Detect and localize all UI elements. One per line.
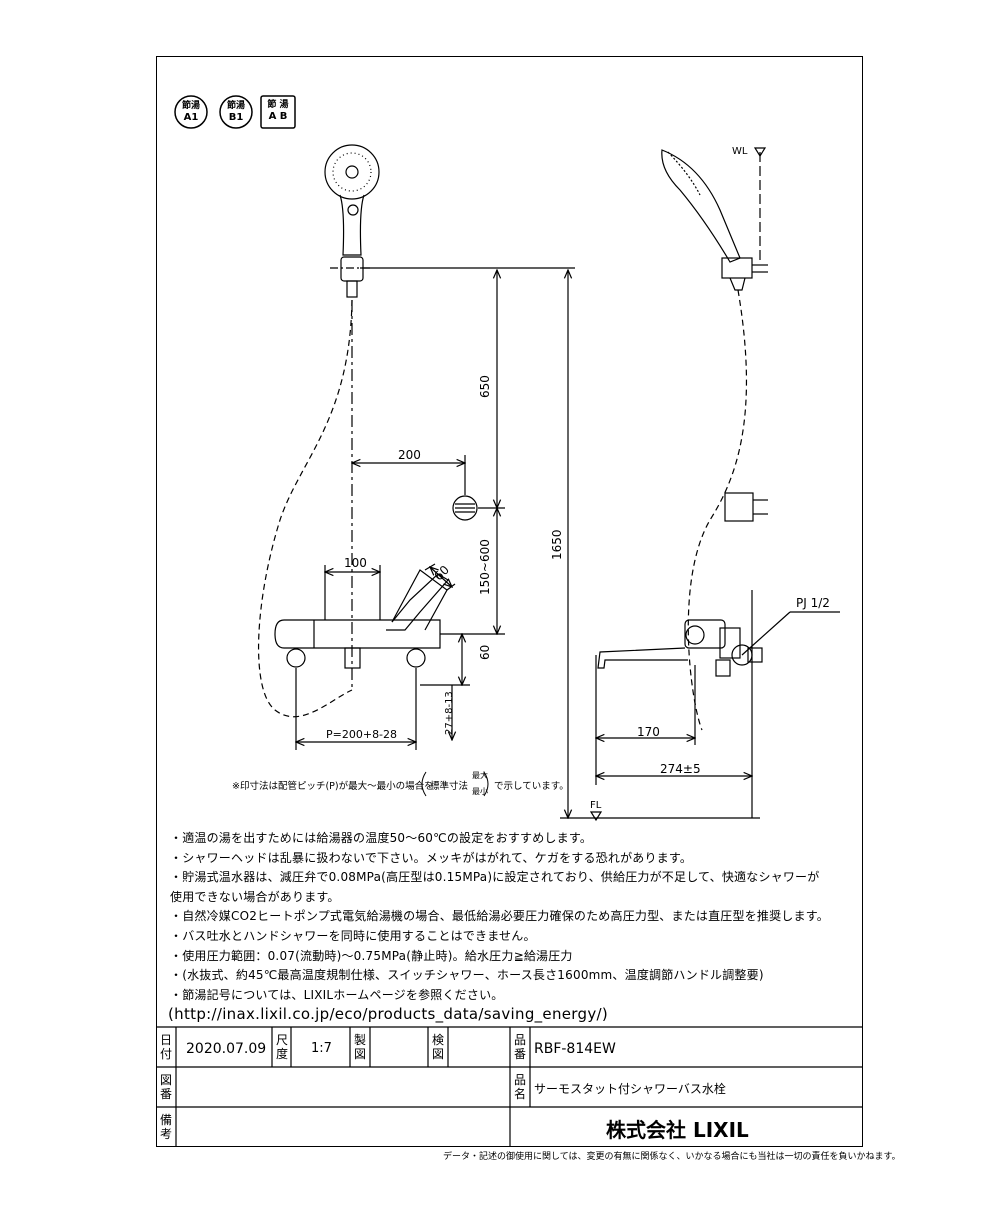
dim-27: 27+8-13 [444, 691, 455, 735]
pitch-note-min: 最小 [472, 787, 488, 796]
badge-ab-box [260, 95, 296, 129]
dim-274: 274±5 [660, 762, 701, 776]
side-shower-head [661, 149, 741, 263]
note-line: ・使用圧力範囲：0.07(流動時)～0.75MPa(静止時)。給水圧力≧給湯圧力 [170, 948, 573, 963]
label-wl: WL [732, 146, 748, 157]
scale-label: 尺度 [275, 1033, 288, 1061]
product-no-value: RBF-814EW [534, 1041, 616, 1057]
pitch-note-max: 最大 [472, 771, 488, 780]
scale-value: 1:7 [311, 1041, 332, 1056]
note-line: 使用できない場合があります。 [170, 889, 340, 904]
pitch-note-prefix: ※印寸法は配管ピッチ(P)が最大～最小の場合を [232, 781, 434, 792]
faucet-body [274, 619, 441, 649]
note-line: ・自然冷媒CO2ヒートポンプ式電気給湯機の場合、最低給湯必要圧力確保のため高圧力… [170, 909, 829, 924]
dim-650: 650 [478, 375, 492, 398]
badge-ab: 節 湯 A B [262, 99, 294, 123]
note-line: ・節湯記号については、LIXILホームページを参照ください。 [170, 987, 504, 1002]
product-name-label: 品名 [513, 1073, 526, 1101]
badge-b1: 節湯 B1 [223, 100, 249, 124]
notes-list: ・適温の湯を出すためには給湯器の温度50～60℃の設定をおすすめします。 ・シャ… [170, 829, 829, 1005]
note-line: ・シャワーヘッドは乱暴に扱わないで下さい。メッキがはがれて、ケガをする恐れがあり… [170, 850, 693, 865]
title-block [156, 1026, 863, 1147]
center-outlet [344, 647, 361, 669]
badge-ab-top: 節 湯 [267, 100, 289, 110]
shower-holder [340, 256, 364, 282]
right-elbow [406, 648, 426, 668]
dim-100: 100 [344, 556, 367, 570]
slide-bar-holder-icon [452, 495, 478, 521]
side-slide-holder [724, 492, 754, 522]
note-line: ・適温の湯を出すためには給湯器の温度50～60℃の設定をおすすめします。 [170, 831, 593, 845]
shower-head-icon [324, 144, 380, 200]
badge-a1: 節湯 A1 [178, 100, 204, 124]
dim-60: 60 [478, 644, 492, 660]
shower-handle [339, 194, 365, 256]
badge-ab-bottom: A B [268, 111, 288, 122]
front-view [257, 144, 575, 818]
energy-saving-url: (http://inax.lixil.co.jp/eco/products_da… [168, 1005, 609, 1023]
drawing-no-label: 図番 [159, 1073, 172, 1101]
date-label: 日付 [159, 1033, 172, 1061]
saving-badges [174, 95, 296, 129]
badge-b1-circle [219, 95, 253, 129]
side-faucet-body [684, 619, 726, 649]
side-hose [687, 289, 748, 731]
drawn-label: 製図 [353, 1033, 366, 1061]
dim-200: 200 [398, 448, 421, 462]
badge-a1-circle [174, 95, 208, 129]
date-value: 2020.07.09 [186, 1041, 267, 1057]
pitch-note-std: 標準寸法 [430, 781, 469, 792]
badge-a1-top: 節湯 [181, 101, 200, 111]
side-view [560, 147, 840, 822]
check-label: 検図 [431, 1033, 444, 1061]
side-spout [597, 647, 688, 669]
left-elbow [286, 648, 306, 668]
product-no-label: 品番 [513, 1033, 526, 1061]
company-logo: 株式会社 LIXIL [606, 1118, 749, 1142]
badge-b1-top: 節湯 [226, 101, 245, 111]
product-name-value: サーモスタット付シャワーバス水栓 [534, 1082, 726, 1096]
remarks-label: 備考 [159, 1113, 172, 1141]
dim-1650: 1650 [550, 529, 564, 560]
pitch-note-suffix: で示しています。 [494, 781, 569, 792]
note-line: ・貯湯式温水器は、減圧弁で0.08MPa(高圧型は0.15MPa)に設定されてお… [170, 870, 820, 885]
dim-pitch: P=200+8-28 [326, 728, 398, 741]
side-holder [721, 257, 753, 279]
disclaimer: データ・記述の御使用に関しては、変更の有無に関係なく、いかなる場合にも当社は一切… [443, 1152, 901, 1162]
label-fl: FL [590, 800, 602, 811]
hose-dashed [257, 299, 353, 718]
label-pj: PJ 1/2 [796, 596, 830, 610]
note-line: ・(水抜式、約45℃最高温度規制仕様、スイッチシャワー、ホース長さ1600mm、… [170, 968, 764, 983]
note-line: ・バス吐水とハンドシャワーを同時に使用することはできません。 [170, 928, 536, 943]
badge-b1-bottom: B1 [228, 112, 244, 123]
dim-150-600: 150~600 [478, 539, 492, 595]
badge-a1-bottom: A1 [183, 112, 199, 123]
dim-170: 170 [637, 725, 660, 739]
